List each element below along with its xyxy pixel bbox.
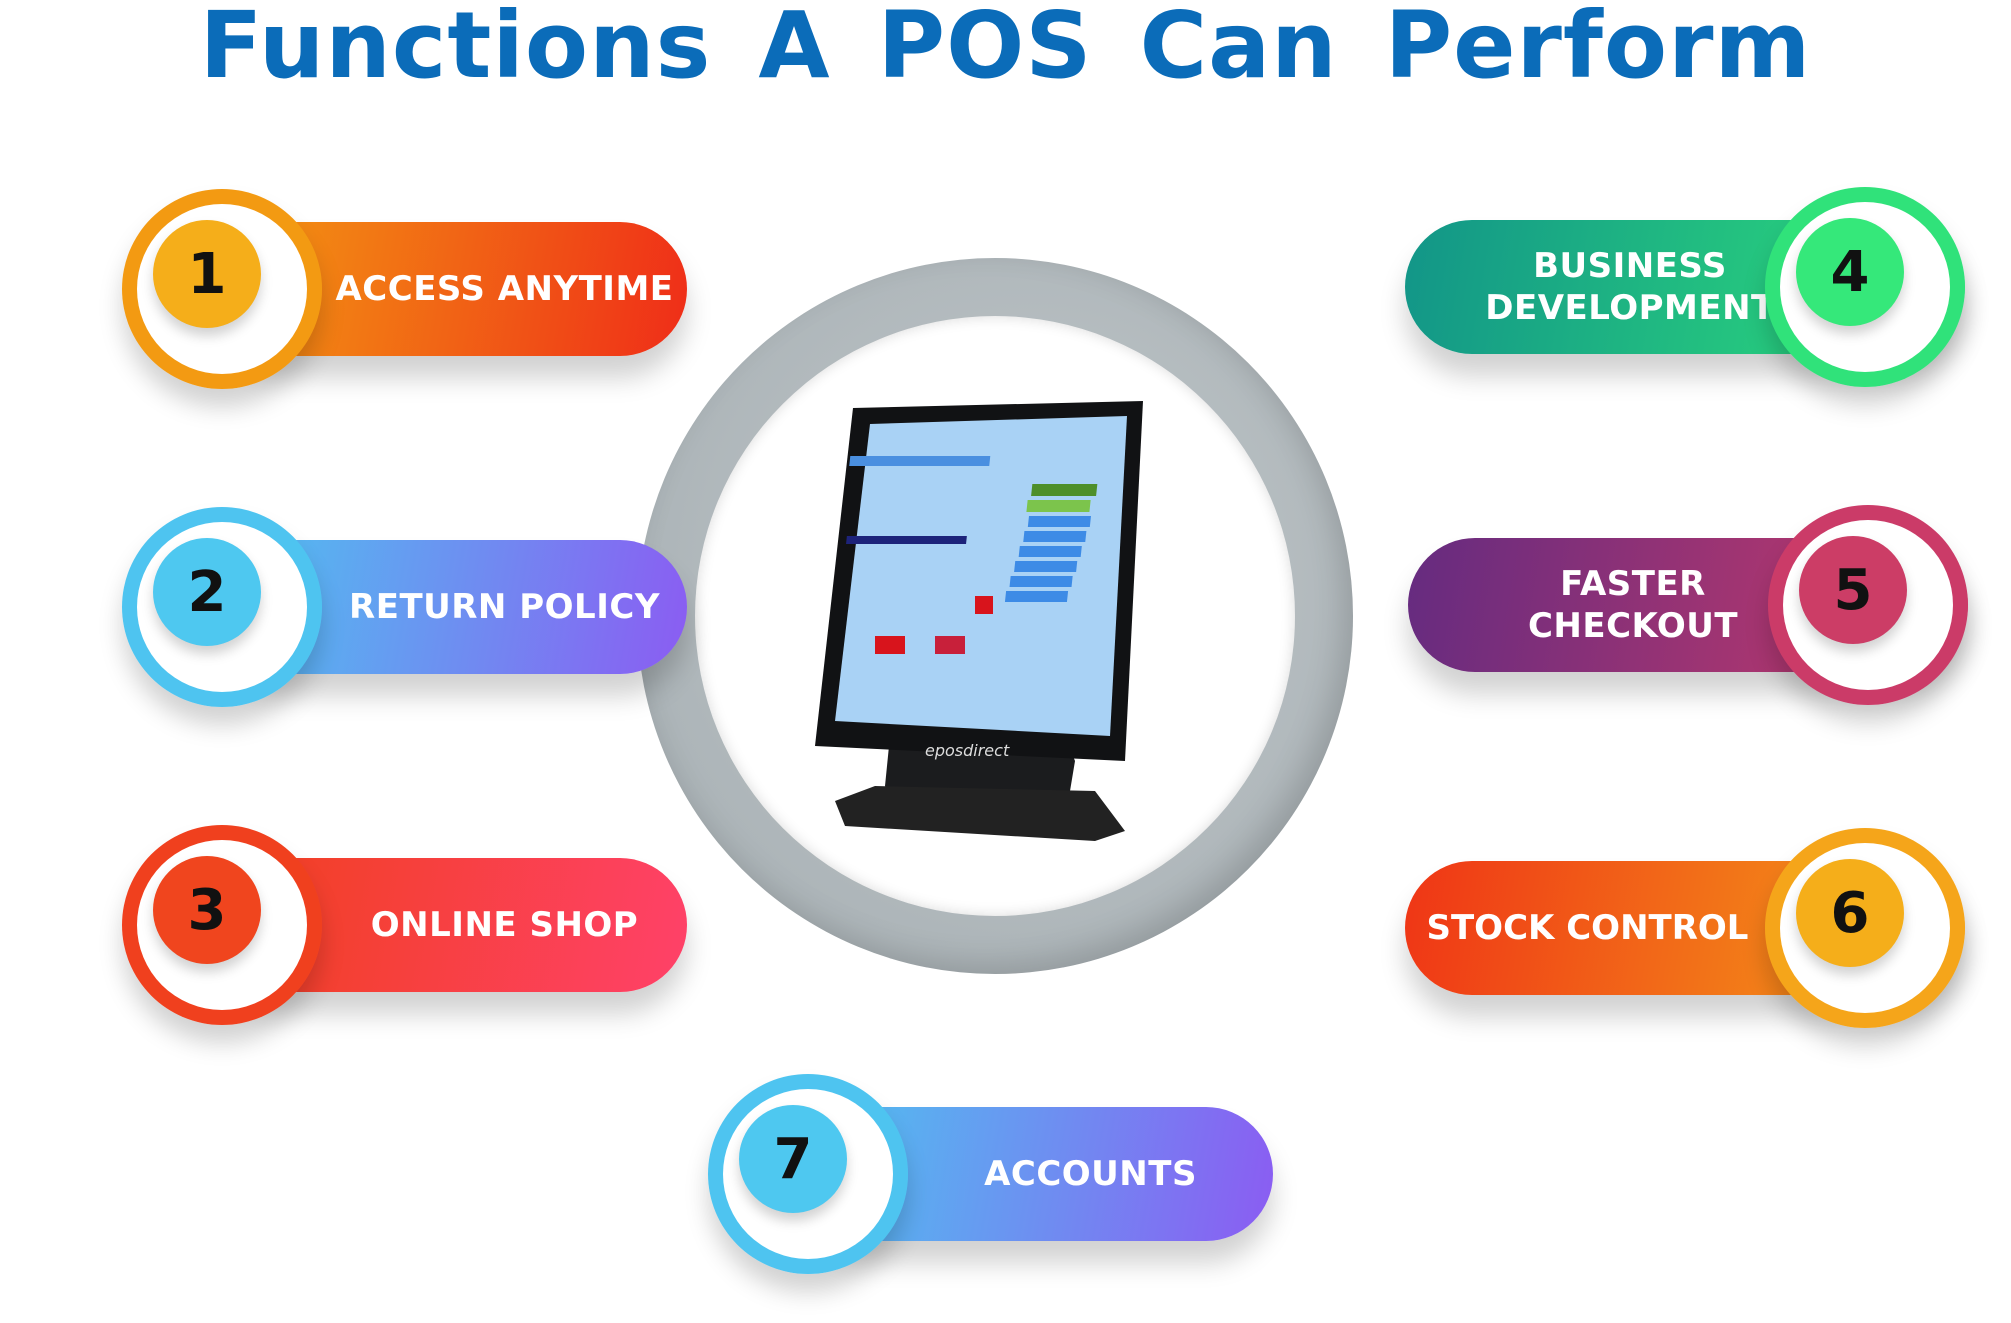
number-ring: 3 [122, 825, 322, 1025]
center-circle: eposdirect [695, 316, 1295, 916]
function-label: ACCOUNTS [984, 1153, 1197, 1194]
function-label: ACCESS ANYTIME [335, 268, 674, 309]
page-title: Functions A POS Can Perform [199, 0, 1812, 99]
function-label: RETURN POLICY [349, 586, 660, 627]
number-badge: 3 [153, 856, 261, 964]
function-label: ONLINE SHOP [370, 904, 639, 945]
center-ring: eposdirect [637, 258, 1353, 974]
number-badge: 4 [1796, 218, 1904, 326]
function-label: FASTER CHECKOUT [1527, 563, 1739, 647]
number-badge: 1 [153, 220, 261, 328]
number-badge: 6 [1796, 859, 1904, 967]
number-ring: 1 [122, 189, 322, 389]
number-badge: 7 [739, 1105, 847, 1213]
pos-terminal-image: eposdirect [815, 401, 1143, 841]
function-label: STOCK CONTROL [1426, 907, 1749, 948]
function-label: BUSINESS DEVELOPMENT [1485, 245, 1775, 329]
number-ring: 6 [1765, 828, 1965, 1028]
number-ring: 2 [122, 507, 322, 707]
number-ring: 4 [1765, 187, 1965, 387]
number-ring: 7 [708, 1074, 908, 1274]
number-ring: 5 [1768, 505, 1968, 705]
brand-logo: eposdirect [925, 741, 1010, 760]
number-badge: 5 [1799, 536, 1907, 644]
number-badge: 2 [153, 538, 261, 646]
